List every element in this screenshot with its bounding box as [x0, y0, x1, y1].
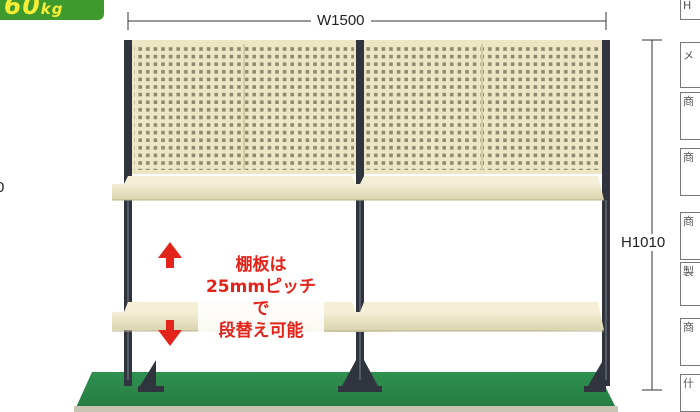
spec-table-fragment: H メ 商 商 商 製 商 什	[680, 0, 700, 412]
shelf-pitch-callout: 棚板は 25mmピッチで 段替え可能	[198, 254, 324, 342]
height-dimension-label: H1010	[617, 234, 670, 251]
spec-table-cell: 商	[680, 318, 700, 366]
spec-table-cell: メ	[680, 42, 700, 88]
spec-table-cell: 製	[680, 262, 700, 306]
left-dimension-fragment: 0	[0, 179, 5, 196]
left-foot	[140, 360, 156, 386]
spec-table-cell: H	[680, 0, 700, 20]
center-foot-left	[342, 360, 356, 386]
callout-line-3: 段替え可能	[218, 321, 304, 341]
callout-line-1: 棚板は	[235, 255, 287, 275]
lower-shelf-right	[344, 312, 604, 332]
upper-shelf-left-top	[124, 176, 356, 184]
width-dimension-label: W1500	[311, 12, 371, 29]
spec-table-cell: 商	[680, 92, 700, 140]
spec-table-cell: 什	[680, 374, 700, 412]
callout-line-2: 25mmピッチで	[205, 277, 317, 319]
upper-shelf-left	[112, 184, 352, 200]
center-foot-right	[364, 360, 378, 386]
upright-slots	[127, 200, 607, 380]
spec-table-cell: 商	[680, 212, 700, 260]
load-capacity-value: 60	[4, 0, 41, 20]
load-capacity-badge	[0, 0, 104, 20]
load-capacity-unit: kg	[40, 0, 64, 18]
upper-shelf-right	[344, 184, 604, 200]
table-edge	[74, 406, 618, 412]
up-arrow-icon	[158, 242, 182, 268]
spec-table-cell: 商	[680, 148, 700, 196]
load-capacity-badge-text: 60kg	[4, 0, 64, 20]
down-arrow-icon	[158, 320, 182, 346]
right-foot	[588, 362, 602, 386]
